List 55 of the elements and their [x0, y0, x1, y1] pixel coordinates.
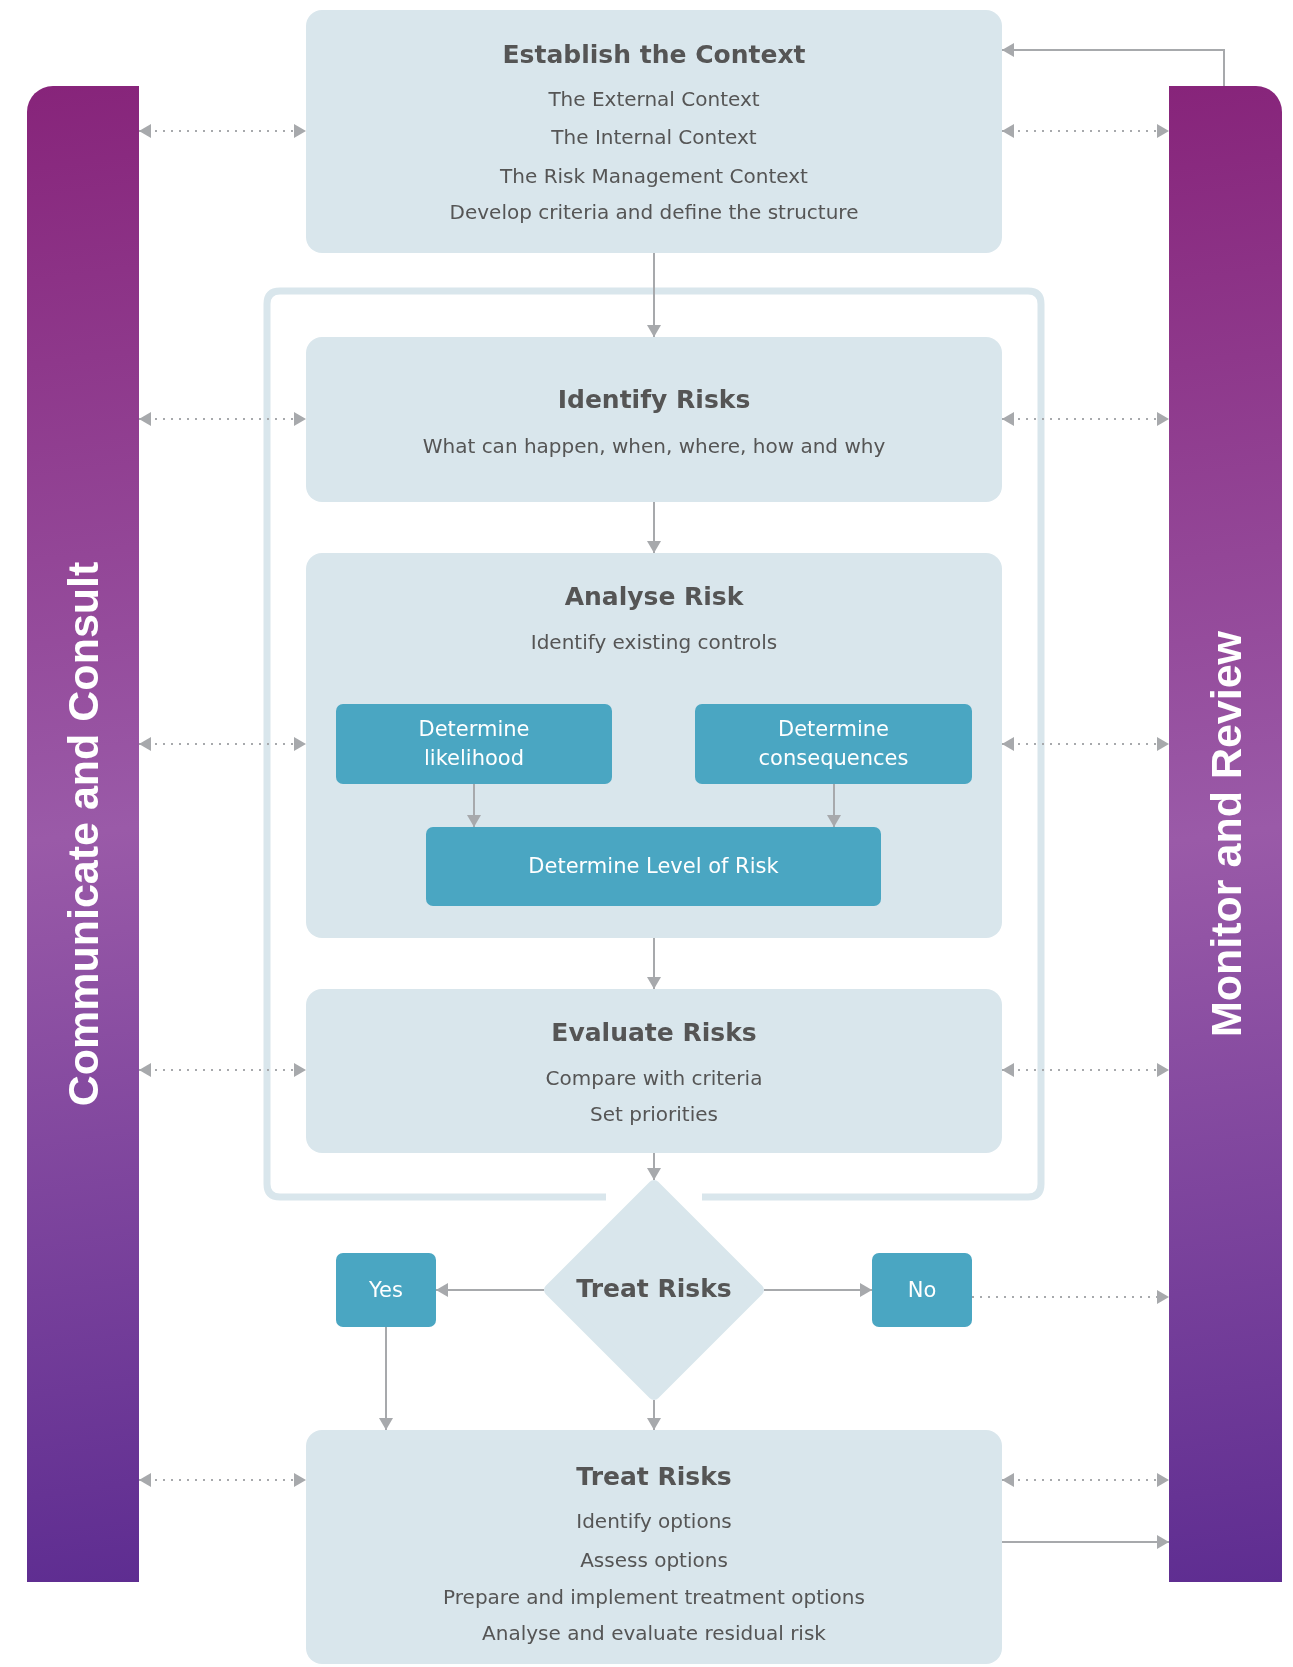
dotted-arrow [138, 124, 307, 138]
dotted-arrow [138, 737, 307, 751]
step-box: No [872, 1253, 972, 1327]
box-text: Prepare and implement treatment options [442, 1585, 866, 1609]
dotted-arrow [1001, 737, 1170, 751]
arrow [827, 783, 841, 828]
step-box: Determine consequences [695, 704, 972, 784]
process-box [306, 989, 1002, 1153]
arrow [647, 1399, 661, 1431]
arrow [647, 937, 661, 990]
box-text: Assess options [579, 1548, 729, 1572]
process-box [306, 337, 1002, 502]
dotted-arrow [138, 1063, 307, 1077]
box-text: Analyse and evaluate residual risk [481, 1621, 827, 1645]
process-box [306, 553, 1002, 938]
box-text: The Risk Management Context [499, 164, 809, 188]
box-text: Develop criteria and define the structure [448, 200, 860, 224]
bar-label: Monitor and Review [1201, 630, 1250, 1038]
dotted-arrow [138, 1473, 307, 1487]
dotted-arrow [971, 1290, 1170, 1304]
bar-label: Communicate and Consult [58, 561, 108, 1107]
box-text: Identify existing controls [529, 630, 779, 654]
arrow [435, 1283, 545, 1297]
step-box: Determine likelihood [336, 704, 612, 784]
arrow [379, 1326, 393, 1431]
dotted-arrow [1001, 1473, 1170, 1487]
box-text: What can happen, when, where, how and why [421, 434, 887, 458]
side-bar [1169, 86, 1282, 1582]
dotted-arrow [1001, 412, 1170, 426]
decision-label: Treat Risks [575, 1274, 733, 1303]
dotted-arrow [1001, 1063, 1170, 1077]
side-bar [27, 86, 139, 1582]
step-box: Yes [336, 1253, 436, 1327]
arrow [647, 501, 661, 554]
box-heading: Establish the Context [501, 40, 807, 69]
box-heading: Treat Risks [575, 1462, 733, 1491]
process-box [306, 10, 1002, 253]
box-text: The External Context [547, 87, 761, 111]
arrow [467, 783, 481, 828]
box-text: Set priorities [589, 1102, 719, 1126]
arrow [647, 1152, 661, 1181]
box-text: The Internal Context [550, 125, 758, 149]
arrow [647, 252, 661, 338]
process-box [306, 1430, 1002, 1664]
arrow [1001, 43, 1225, 87]
arrow [763, 1283, 873, 1297]
dotted-arrow [1001, 124, 1170, 138]
box-text: Identify options [575, 1509, 733, 1533]
box-heading: Analyse Risk [563, 582, 745, 611]
arrow [1001, 1535, 1170, 1549]
box-heading: Evaluate Risks [550, 1018, 758, 1047]
dotted-arrow [138, 412, 307, 426]
step-box: Determine Level of Risk [426, 827, 881, 906]
box-heading: Identify Risks [556, 385, 752, 414]
box-text: Compare with criteria [544, 1066, 764, 1090]
